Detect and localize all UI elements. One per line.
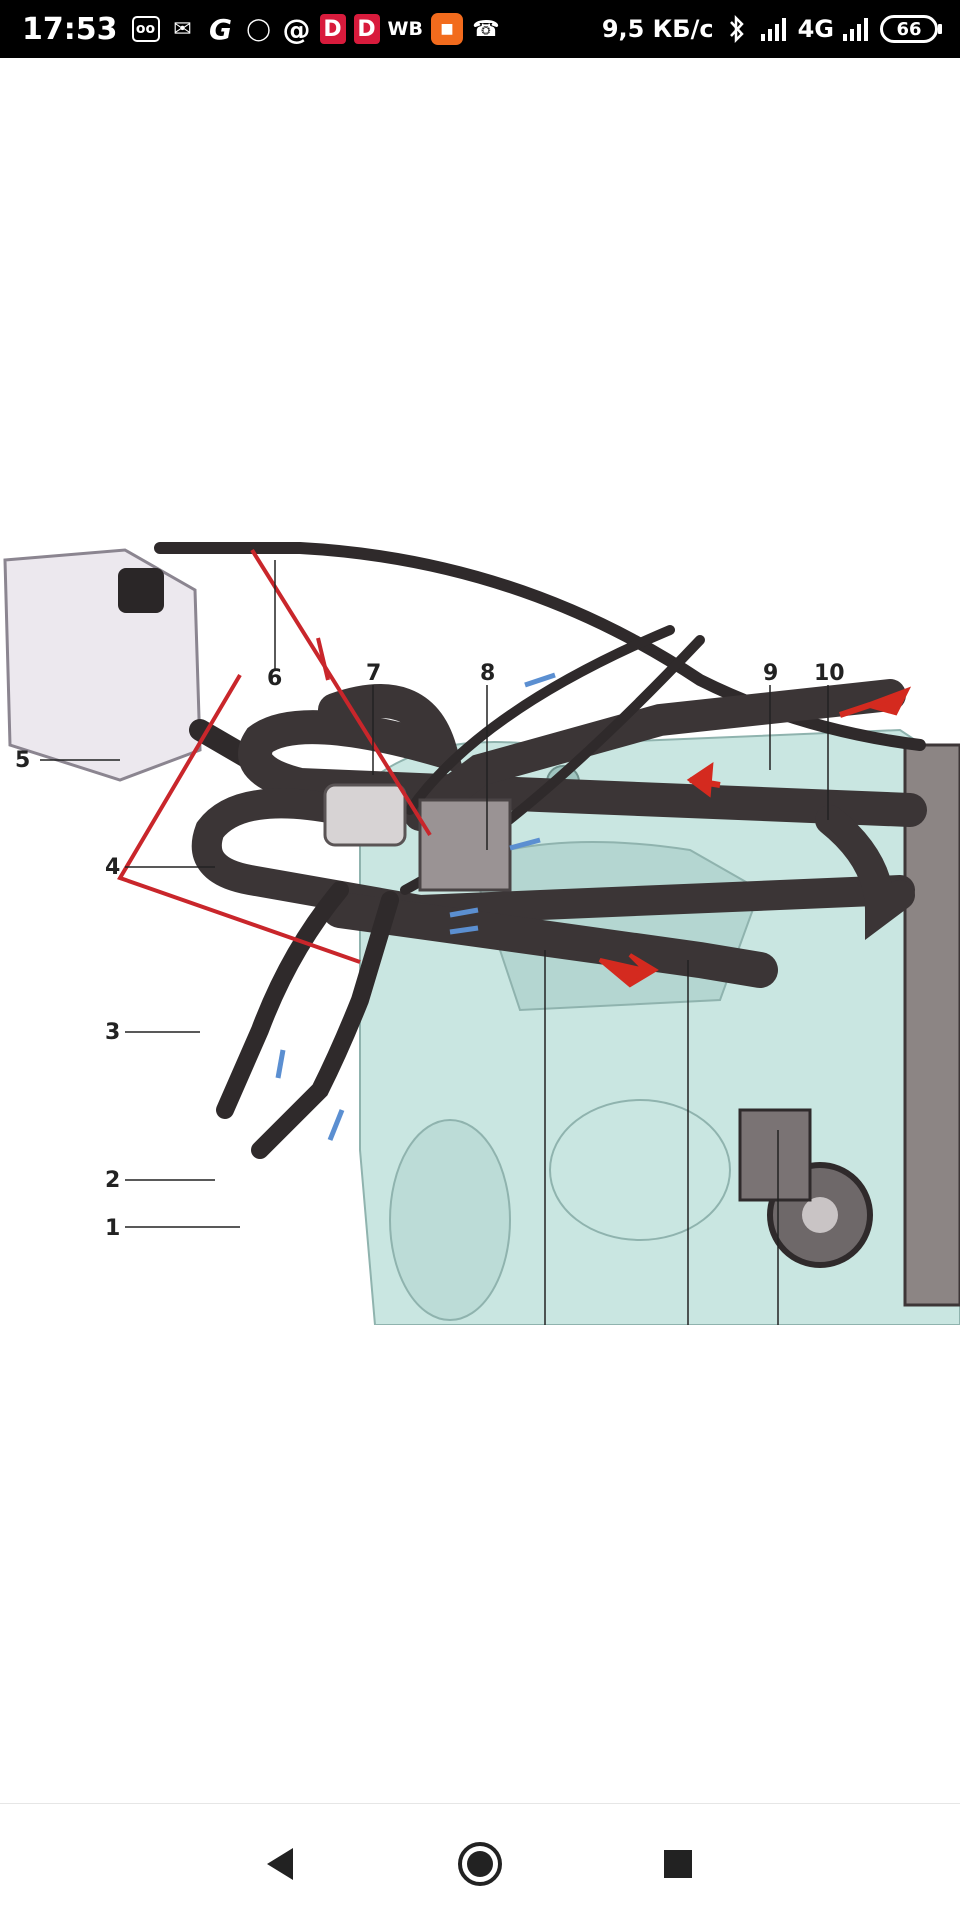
signal-icon [760,14,790,44]
leader-lines [40,560,829,1325]
callout-6: 6 [267,666,282,691]
messages-icon: ✉ [173,16,192,42]
back-button[interactable] [252,1836,308,1892]
back-icon [267,1848,293,1880]
flow-arrows [275,672,912,1141]
radiator [903,743,960,1307]
bluetooth-icon [722,14,752,44]
d-app-icon: D [353,14,380,44]
status-bar: 17:53 oo ✉ G ◯ @ D D WB ■ ☎ 9,5 КБ/с 4G … [0,0,960,58]
callout-9: 9 [763,661,778,686]
viber-icon: ☎ [472,16,500,42]
mail-at-icon: @ [282,12,311,46]
callout-7: 7 [366,661,381,686]
diagram-illustration: 1 2 3 4 5 6 7 8 9 10 [3,542,960,1325]
cooling-system-diagram: 1 2 3 4 5 6 7 8 9 10 [0,530,960,1325]
expansion-tank [3,548,202,782]
aliexpress-icon: ■ [430,13,463,45]
status-right: 9,5 КБ/с 4G 66 [601,14,942,44]
callout-10: 10 [814,661,845,686]
g-app-icon: G [209,12,232,46]
callout-1: 1 [105,1216,120,1241]
status-time: 17:53 [22,11,118,47]
home-icon [458,1842,502,1886]
callout-5: 5 [15,748,30,773]
home-button[interactable] [452,1836,508,1892]
callout-2: 2 [105,1168,120,1193]
chrome-icon: ◯ [246,16,271,42]
battery-icon: 66 [880,15,942,43]
recents-button[interactable] [650,1836,706,1892]
network-type: 4G [797,15,834,43]
signal-icon [842,14,872,44]
voicemail-icon: oo [131,16,160,42]
callout-3: 3 [105,1020,120,1045]
notification-icons: oo ✉ G ◯ @ D D WB ■ ☎ [131,12,602,46]
d-app-icon: D [319,14,346,44]
navigation-bar [0,1803,960,1921]
network-speed: 9,5 КБ/с [601,15,714,43]
wb-app-icon: WB [387,18,423,40]
battery-level: 66 [896,18,922,40]
recents-icon [664,1850,692,1878]
hoses [154,542,927,1159]
red-lines [117,548,432,964]
callout-4: 4 [105,855,120,880]
callout-8: 8 [480,661,495,686]
